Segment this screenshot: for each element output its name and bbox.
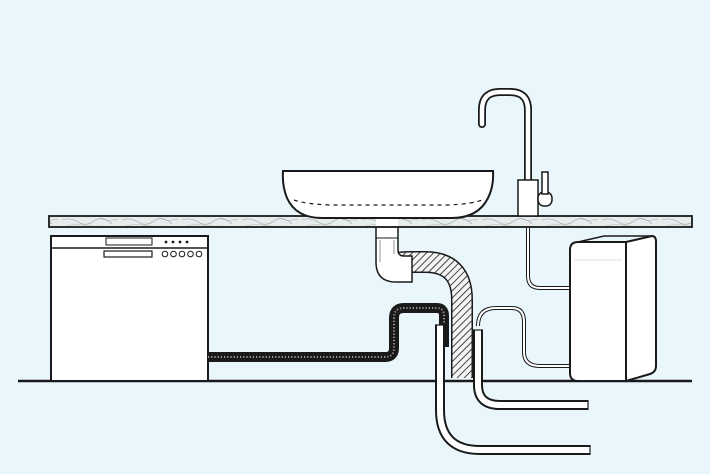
dishwasher-indicators <box>164 240 189 244</box>
dishwasher-indicator-light <box>178 240 182 244</box>
filter-supply-line <box>476 306 570 368</box>
drain-pipe-short <box>473 329 589 410</box>
dishwasher-indicator-light <box>164 240 168 244</box>
faucet-supply-line <box>526 226 570 290</box>
drain-pipe-long <box>435 324 591 455</box>
dishwasher-indicator-light <box>185 240 189 244</box>
water-filter-unit-icon <box>569 234 657 383</box>
dishwasher-button <box>178 250 186 258</box>
dishwasher-handle <box>103 250 153 258</box>
dishwasher-drain-hose <box>208 303 449 362</box>
faucet-lever <box>541 171 549 195</box>
basin-sink-icon <box>281 170 495 219</box>
dishwasher-button <box>161 250 169 258</box>
gooseneck-faucet-icon <box>478 88 553 217</box>
sink-tailpiece <box>375 225 413 283</box>
dishwasher-body <box>50 235 209 382</box>
dishwasher-display <box>105 237 153 246</box>
dishwasher-icon <box>50 235 209 382</box>
dishwasher-button <box>187 250 194 258</box>
dishwasher-indicator-light <box>171 240 175 244</box>
dishwasher-button <box>170 250 177 258</box>
dishwasher-button <box>195 250 203 258</box>
faucet-body <box>517 179 539 217</box>
dishwasher-buttons <box>161 250 203 258</box>
